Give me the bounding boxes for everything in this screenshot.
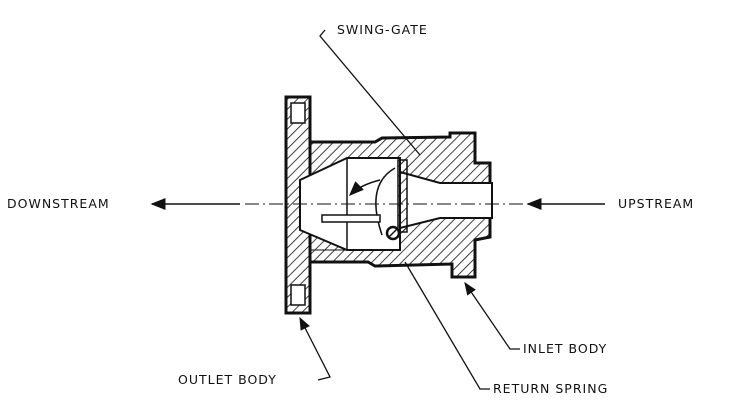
inlet-body-label: INLET BODY <box>523 341 608 356</box>
valve-body <box>299 131 493 279</box>
return-spring-leader <box>404 261 490 390</box>
swing-arrow <box>348 179 381 197</box>
outlet-body-leader <box>299 316 331 381</box>
downstream-label: DOWNSTREAM <box>7 196 110 211</box>
upstream-label: UPSTREAM <box>618 196 695 211</box>
swing-gate-leader <box>319 29 421 156</box>
swing-gate-label: SWING-GATE <box>337 22 428 37</box>
swing-gate <box>321 159 408 241</box>
return-spring-label: RETURN SPRING <box>493 381 609 396</box>
inlet-body-leader <box>464 281 520 350</box>
outlet-body-label: OUTLET BODY <box>178 372 277 387</box>
